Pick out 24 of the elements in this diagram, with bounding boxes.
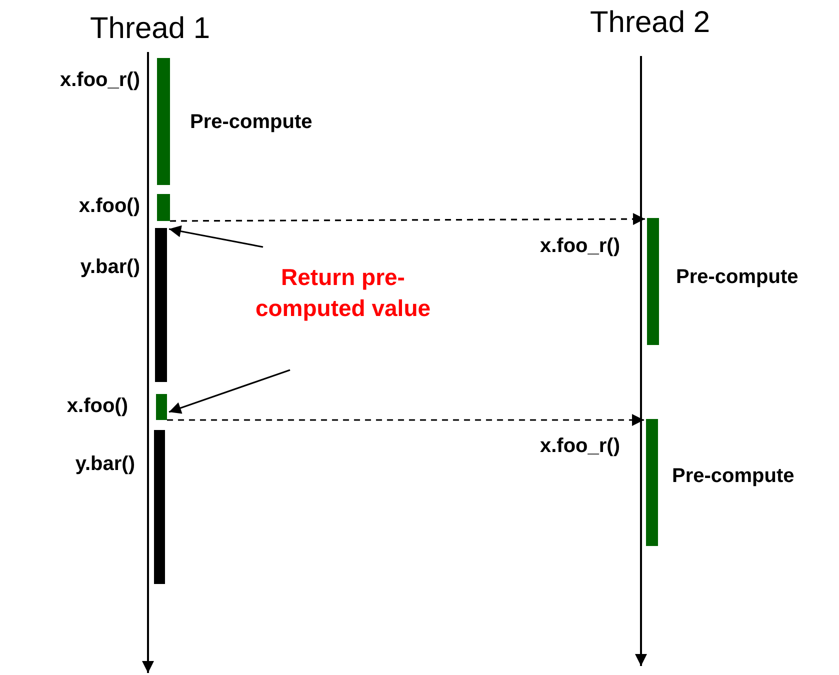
activation-bar [647,218,659,345]
method-call-label: x.foo_r() [60,70,140,90]
activation-bar [646,419,658,546]
activation-bar [155,228,167,382]
call-arrow [167,414,644,426]
activation-bar [156,394,167,420]
method-call-label: y.bar() [75,454,135,474]
activation-bar [157,58,170,185]
leader-arrow [168,225,264,248]
annotation-text: Return pre-computed value [253,262,433,324]
method-call-label: y.bar() [80,257,140,277]
method-call-label: x.foo() [66,396,128,416]
method-call-label: x.foo_r() [540,236,620,256]
thread-heading: Thread 2 [575,6,725,40]
phase-label: Pre-compute [676,267,798,287]
method-call-label: x.foo() [78,196,140,216]
activation-bar [154,430,165,584]
activation-bar [157,194,170,221]
phase-label: Pre-compute [672,466,794,486]
thread-heading: Thread 1 [80,12,220,46]
method-call-label: x.foo_r() [540,436,620,456]
leader-arrow [168,369,290,414]
phase-label: Pre-compute [190,112,312,132]
call-arrow [170,213,645,226]
